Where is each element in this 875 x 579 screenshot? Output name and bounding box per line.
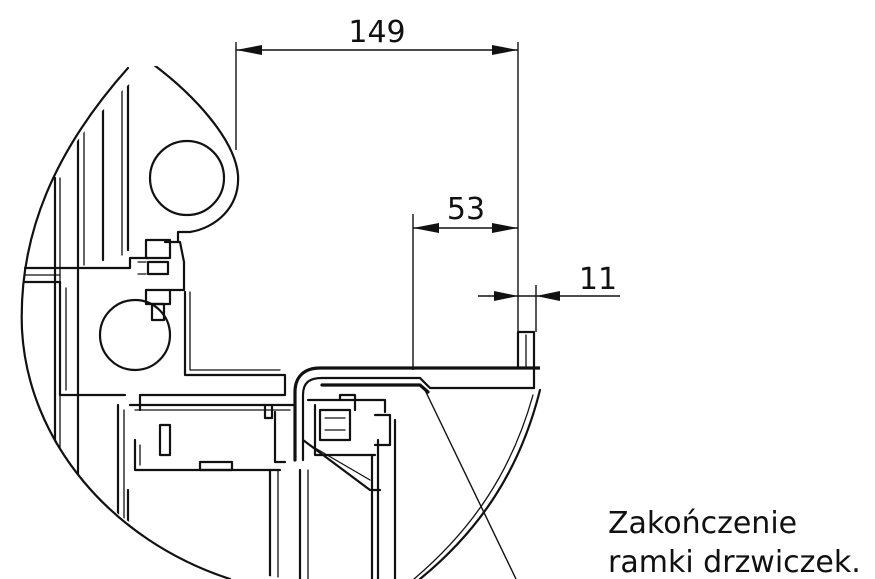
dimension-arrow [413,223,439,233]
dimension-149: 149 [235,15,519,332]
frame-profile [23,66,542,579]
callout-line-1: Zakończenie [608,506,797,541]
detail-boundary [20,66,542,579]
dimension-arrow [494,291,518,301]
dimension-149-label: 149 [348,15,405,50]
callout-line-2: ramki drzwiczek. [608,545,861,579]
dimension-arrow [236,45,262,55]
dimension-11: 11 [478,262,620,332]
dimension-arrow [492,223,518,233]
dimension-53: 53 [412,192,518,370]
dimension-arrow [492,45,518,55]
callout-leader [423,387,517,579]
dimension-53-label: 53 [447,192,485,227]
dimension-11-label: 11 [579,262,617,297]
dimension-arrow [536,291,560,301]
